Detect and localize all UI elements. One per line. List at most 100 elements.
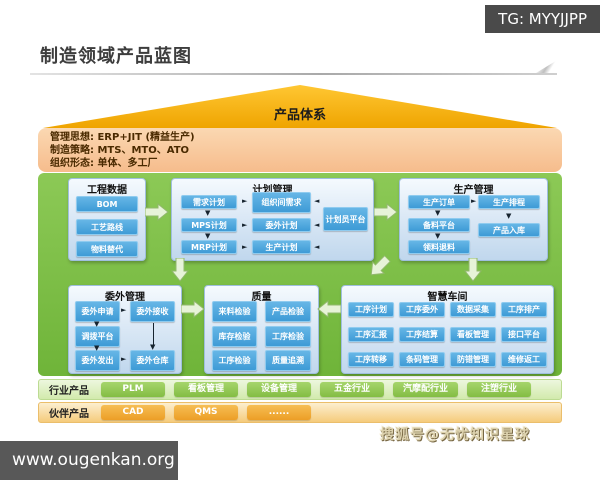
section-title: 工程数据: [87, 185, 127, 196]
page-curl-decoration: [536, 56, 564, 73]
connector-right-icon: ►: [242, 221, 248, 229]
box-product-warehousing: 产品入库: [478, 223, 540, 237]
box-process-report: 工序汇报: [348, 327, 394, 342]
box-outsourcing-warehouse: 委外仓库: [130, 350, 175, 371]
connector-right-icon: ►: [121, 306, 127, 314]
box-outsourcing-issue: 委外发出: [75, 350, 120, 371]
box-mrp-plan: MRP计划: [181, 240, 237, 254]
flow-arrow-outsourcing-to-quality: [181, 300, 205, 318]
box-process-settlement: 工序结算: [399, 327, 445, 342]
partner-products-label: 伙伴产品: [49, 409, 89, 420]
box-transfer-platform: 调拨平台: [75, 326, 120, 347]
box-quality-traceability: 质量追溯: [265, 350, 311, 371]
box-process-inspection-2: 工序检验: [265, 326, 311, 347]
connector-down-icon: ▼: [94, 344, 100, 352]
box-production-scheduling: 生产排程: [478, 195, 540, 209]
box-material-issue-return: 领料退料: [408, 240, 470, 254]
chip-kanban-management: 看板管理: [174, 382, 238, 397]
box-bom: BOM: [76, 196, 138, 212]
partner-products-band: 伙伴产品 CAD QMS ......: [38, 402, 562, 423]
chip-more: ......: [247, 405, 311, 420]
chip-plm: PLM: [101, 382, 165, 397]
box-data-collection: 数据采集: [450, 302, 496, 317]
industry-products-label: 行业产品: [49, 386, 89, 397]
box-process-plan: 工序计划: [348, 302, 394, 317]
connector-down-icon: ▼: [150, 343, 156, 351]
connector-down-icon: ▼: [205, 209, 211, 217]
connector-down-icon: ▼: [435, 209, 441, 217]
box-process-route: 工艺路线: [76, 219, 138, 235]
section-title: 生产管理: [453, 185, 494, 196]
connector-right-icon: ►: [471, 197, 477, 205]
section-title: 质量: [251, 292, 272, 303]
strategy-line-manufacturing: 制造策略: MTS、MTO、ATO: [50, 145, 190, 156]
section-production-management: 生产管理 生产订单 备料平台 领料退料 ▼ ▼ 生产排程 产品入库 ► ▼: [399, 178, 548, 261]
box-barcode-management: 条码管理: [399, 352, 445, 367]
section-quality: 质量 来料检验 库存检验 工序检验 产品检验 工序检验 质量追溯: [204, 285, 319, 374]
connector-left-icon: ◄: [314, 221, 320, 229]
chip-auto-moto-parts-industry: 汽摩配行业: [393, 382, 459, 397]
box-production-plan: 生产计划: [252, 240, 311, 254]
flow-arrow-plan-to-outsourcing: [171, 258, 189, 282]
section-title: 计划管理: [252, 185, 293, 196]
box-incoming-inspection: 来料检验: [212, 301, 257, 322]
box-material-prep-platform: 备料平台: [408, 218, 470, 232]
connector-down-icon: ▼: [506, 212, 512, 220]
strategy-line-organization: 组织形态: 单体、多工厂: [50, 158, 158, 169]
url-watermark: www.ougenkan.org: [0, 441, 178, 480]
box-product-inspection: 产品检验: [265, 301, 311, 322]
flow-arrow-eng-to-plan: [145, 203, 169, 221]
section-outsourcing-management: 委外管理 委外申请 调拨平台 委外发出 ▼ ▼ 委外接收 委外仓库 ▼ ► ►: [68, 285, 182, 374]
connector-left-icon: ◄: [314, 197, 320, 205]
connector-right-icon: ►: [242, 197, 248, 205]
box-process-scheduling: 工序排产: [501, 302, 547, 317]
box-process-outsourcing: 工序委外: [399, 302, 445, 317]
chip-hardware-industry: 五金行业: [320, 382, 384, 397]
box-repair-rework: 维修返工: [501, 352, 547, 367]
section-title: 委外管理: [105, 292, 145, 303]
industry-products-band: 行业产品 PLM 看板管理 设备管理 五金行业 汽摩配行业 注塑行业: [38, 379, 562, 400]
roof-triangle: [43, 85, 557, 128]
flow-arrow-workshop-to-quality: [317, 300, 341, 318]
sohu-watermark: 搜狐号@无忧知识星球: [380, 427, 530, 443]
tg-badge: TG: MYYJJPP: [485, 5, 600, 33]
box-production-order: 生产订单: [408, 195, 470, 209]
connector-down-icon: ▼: [94, 320, 100, 328]
roof-label: 产品体系: [273, 108, 326, 123]
box-process-inspection-1: 工序检验: [212, 350, 257, 371]
chip-cad: CAD: [101, 405, 165, 420]
box-kanban-management: 看板管理: [450, 327, 496, 342]
chip-equipment-management: 设备管理: [247, 382, 311, 397]
section-title: 智慧车间: [427, 292, 468, 303]
flow-arrow-plan-to-prod: [374, 203, 398, 221]
box-inter-org-demand: 组织间需求: [252, 192, 311, 213]
section-plan-management: 计划管理 需求计划 MPS计划 MRP计划 ▼ ▼ 组织间需求 委外计划 生产计…: [171, 178, 374, 261]
flow-arrow-prod-to-workshop: [464, 258, 482, 282]
connector-line: [153, 323, 154, 345]
connector-down-icon: ▼: [205, 232, 211, 240]
page-title: 制造领域产品蓝图: [40, 46, 192, 67]
box-outsourcing-plan: 委外计划: [252, 218, 311, 232]
box-mps-plan: MPS计划: [181, 218, 237, 232]
box-process-transfer: 工序转移: [348, 352, 394, 367]
connector-right-icon: ►: [121, 355, 127, 363]
box-outsourcing-request: 委外申请: [75, 301, 120, 322]
section-smart-workshop: 智慧车间 工序计划 工序委外 数据采集 工序排产 工序汇报 工序结算 看板管理 …: [341, 285, 554, 374]
box-interface-platform: 接口平台: [501, 327, 547, 342]
box-planner-platform: 计划员平台: [323, 207, 368, 231]
flow-arrow-prod-to-workshop-diagonal: [370, 254, 392, 276]
strategy-line-management: 管理思想: ERP+JIT (精益生产): [50, 132, 195, 143]
strategy-band: 管理思想: ERP+JIT (精益生产) 制造策略: MTS、MTO、ATO 组…: [38, 128, 562, 172]
connector-down-icon: ▼: [435, 232, 441, 240]
chip-injection-molding-industry: 注塑行业: [467, 382, 532, 397]
box-outsourcing-receipt: 委外接收: [130, 301, 175, 322]
section-engineering-data: 工程数据 BOM 工艺路线 物料替代: [68, 178, 146, 261]
box-error-proofing: 防错管理: [450, 352, 496, 367]
title-divider: [30, 73, 557, 75]
connector-right-icon: ►: [242, 243, 248, 251]
chip-qms: QMS: [174, 405, 238, 420]
box-inventory-inspection: 库存检验: [212, 326, 257, 347]
box-demand-plan: 需求计划: [181, 195, 237, 209]
connector-left-icon: ◄: [314, 243, 320, 251]
